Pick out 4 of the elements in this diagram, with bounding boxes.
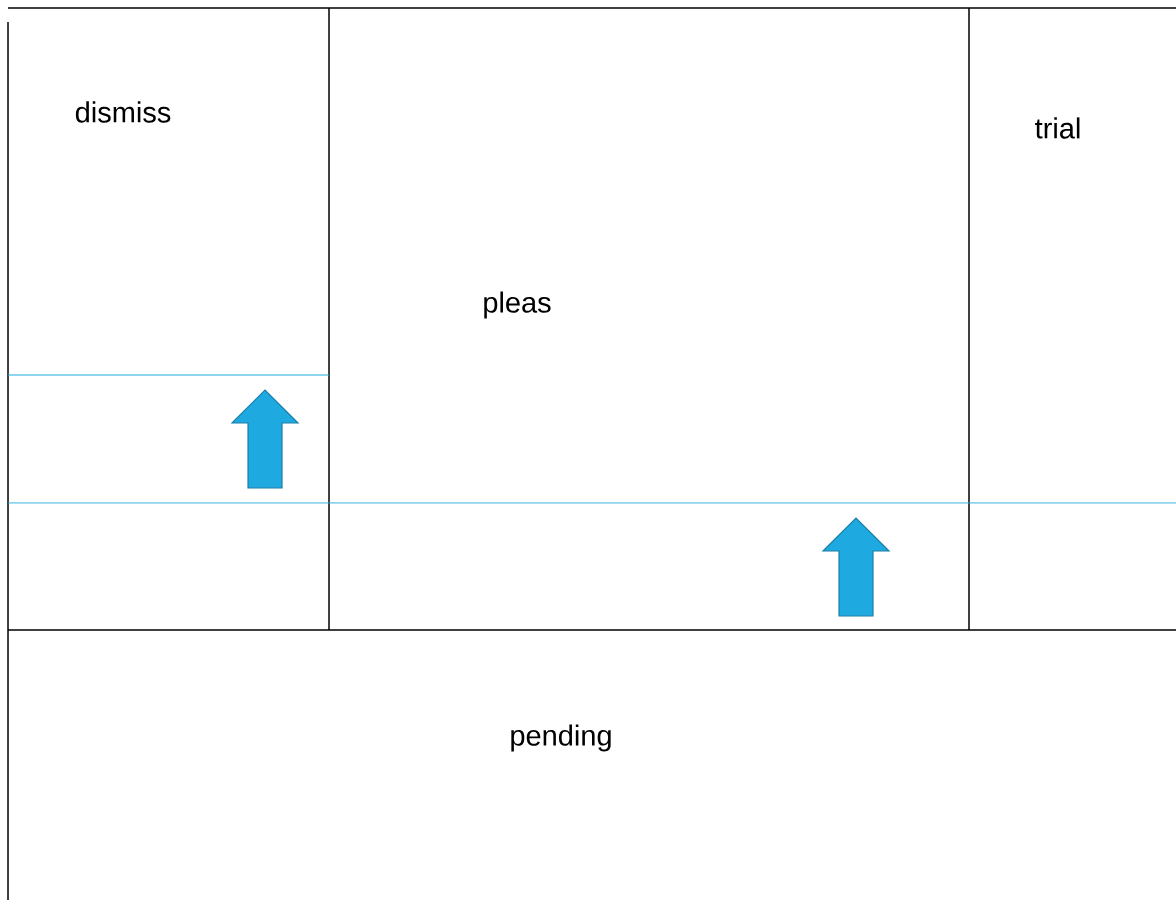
region-label: trial xyxy=(1035,117,1080,139)
region-label: dismiss xyxy=(75,101,171,123)
region-label: pleas xyxy=(484,291,551,319)
region-label: pending xyxy=(511,724,611,752)
